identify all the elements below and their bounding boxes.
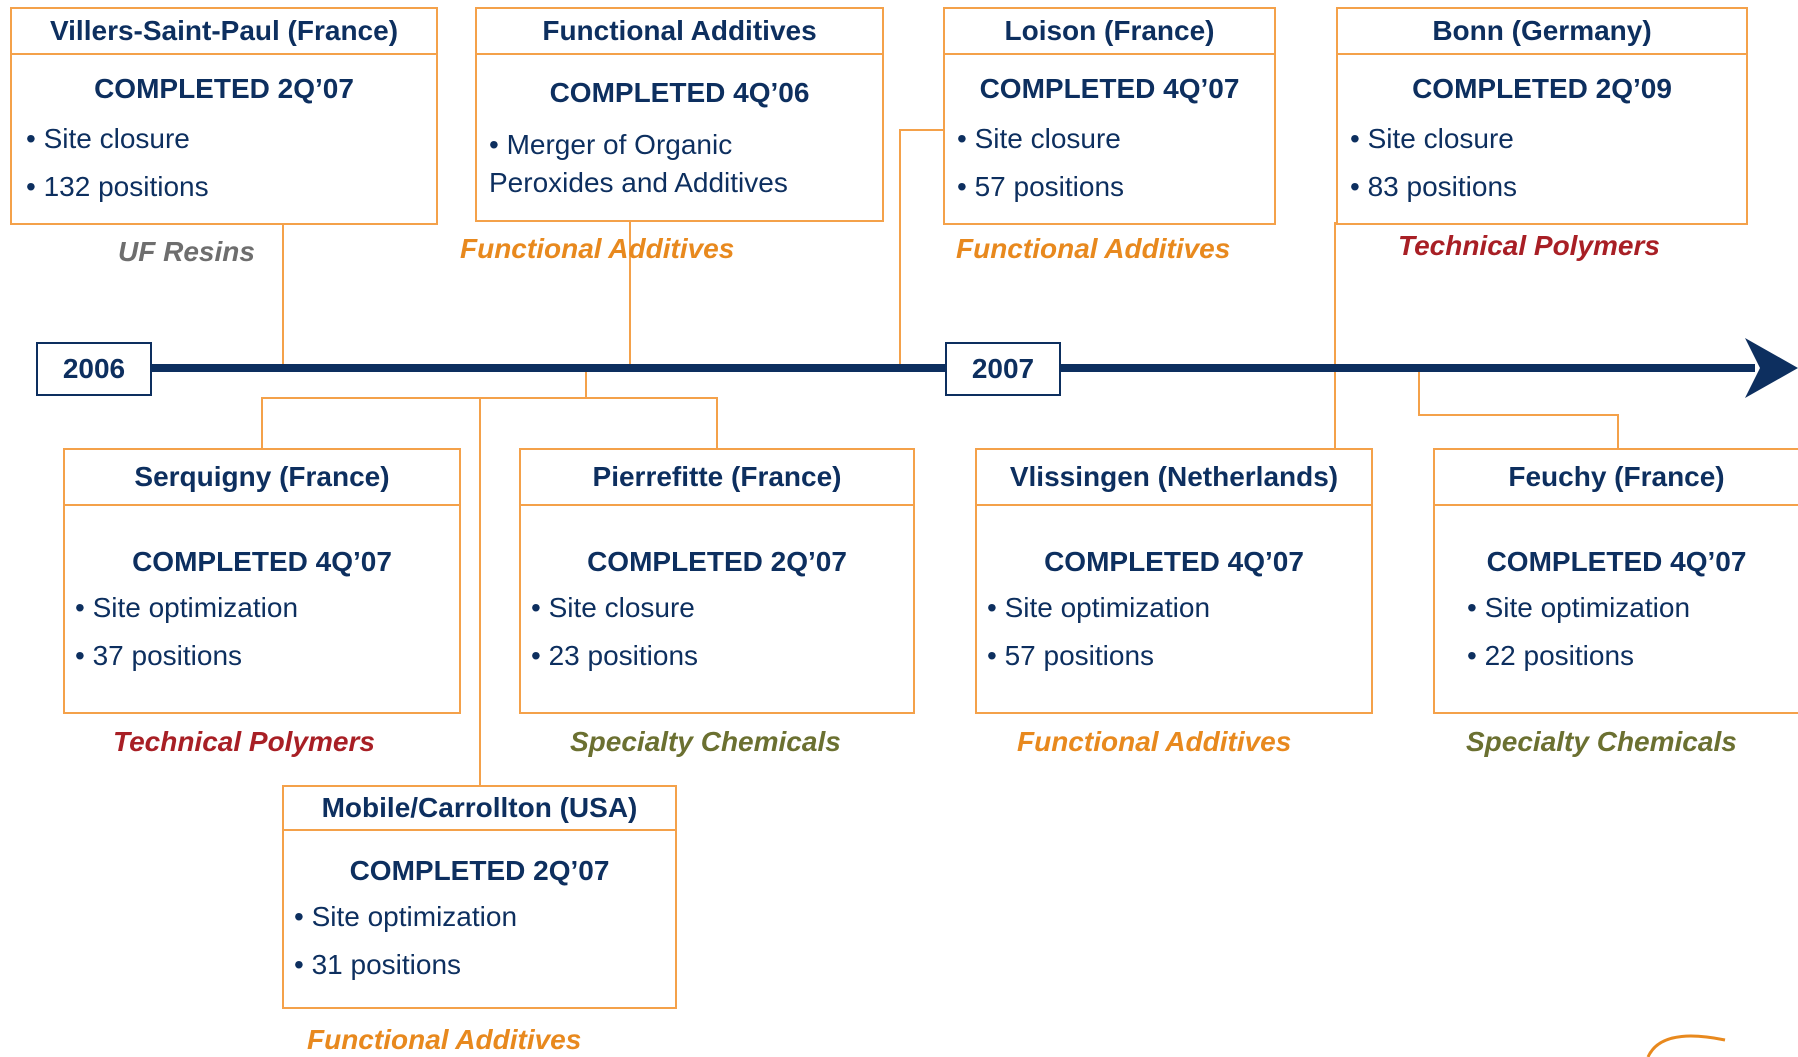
card-mobile: Mobile/Carrollton (USA) COMPLETED 2Q’07 … <box>282 785 677 1009</box>
card-bullet: • 83 positions <box>1350 171 1518 202</box>
card-title: Mobile/Carrollton (USA) <box>284 787 675 831</box>
card-bullet: • Site closure <box>531 592 695 623</box>
card-title: Vlissingen (Netherlands) <box>977 450 1371 506</box>
card-feuchy: Feuchy (France) COMPLETED 4Q’07 • Site o… <box>1433 448 1798 714</box>
year-2006-label: 2006 <box>36 342 152 396</box>
card-bullet: • 31 positions <box>294 949 462 980</box>
card-bullet: • 37 positions <box>75 640 243 671</box>
serquigny-connector <box>261 368 587 448</box>
card-title: Pierrefitte (France) <box>521 450 913 506</box>
card-status: COMPLETED 2Q’09 <box>1412 73 1672 104</box>
card-bullet: • Merger of Organic <box>489 129 733 160</box>
division-label: Functional Additives <box>460 233 735 264</box>
year-2007-label: 2007 <box>945 342 1061 396</box>
card-status: COMPLETED 4Q’07 <box>1044 546 1304 577</box>
division-label: UF Resins <box>118 236 255 267</box>
card-title: Bonn (Germany) <box>1338 9 1746 55</box>
card-bullet: • Site closure <box>1350 123 1514 154</box>
division-label: Functional Additives <box>307 1024 582 1055</box>
card-functional: Functional Additives COMPLETED 4Q’06 • M… <box>475 7 884 222</box>
card-bullet: • Site optimization <box>987 592 1211 623</box>
division-label: Specialty Chemicals <box>1466 726 1737 757</box>
card-serquigny: Serquigny (France) COMPLETED 4Q’07 • Sit… <box>63 448 461 714</box>
card-loison: Loison (France) COMPLETED 4Q’07 • Site c… <box>943 7 1276 225</box>
card-bullet: • Site optimization <box>294 901 518 932</box>
card-bullet: • 57 positions <box>957 171 1125 202</box>
division-label: Technical Polymers <box>1398 230 1660 261</box>
card-title: Feuchy (France) <box>1435 450 1798 506</box>
arrow-right-icon <box>1745 338 1798 398</box>
card-bullet: • Site closure <box>957 123 1121 154</box>
card-bullet: • 57 positions <box>987 640 1155 671</box>
card-title: Loison (France) <box>945 9 1274 55</box>
card-bullet: • 22 positions <box>1467 640 1635 671</box>
card-status: COMPLETED 2Q’07 <box>94 73 354 104</box>
card-status: COMPLETED 4Q’07 <box>132 546 392 577</box>
card-title: Serquigny (France) <box>65 450 459 506</box>
card-status: COMPLETED 4Q’07 <box>1486 546 1747 577</box>
card-bullet: • Site optimization <box>75 592 299 623</box>
card-status: COMPLETED 2Q’07 <box>587 546 847 577</box>
card-bullet: • Site closure <box>26 123 190 154</box>
card-pierrefitte: Pierrefitte (France) COMPLETED 2Q’07 • S… <box>519 448 915 714</box>
pierrefitte-connector <box>586 397 718 448</box>
division-label: Functional Additives <box>956 233 1231 264</box>
division-label: Functional Additives <box>1017 726 1292 757</box>
card-bonn: Bonn (Germany) COMPLETED 2Q’09 • Site cl… <box>1336 7 1748 225</box>
card-status: COMPLETED 4Q’06 <box>549 77 810 108</box>
card-title: Functional Additives <box>477 9 882 55</box>
card-villers: Villers-Saint-Paul (France) COMPLETED 2Q… <box>10 7 438 225</box>
card-status: COMPLETED 2Q’07 <box>349 855 610 886</box>
card-title: Villers-Saint-Paul (France) <box>12 9 436 55</box>
card-bullet: • 132 positions <box>26 171 209 202</box>
card-bullet: • Site optimization <box>1467 592 1691 623</box>
loison-connector <box>899 129 943 368</box>
card-status: COMPLETED 4Q’07 <box>979 73 1240 104</box>
card-bullet: • 23 positions <box>531 640 699 671</box>
division-label: Technical Polymers <box>113 726 375 757</box>
card-vlissingen: Vlissingen (Netherlands) COMPLETED 4Q’07… <box>975 448 1373 714</box>
logo-swoosh-icon <box>1646 1034 1726 1057</box>
card-bullet: Peroxides and Additives <box>489 167 788 198</box>
feuchy-connector <box>1418 368 1619 448</box>
division-label: Specialty Chemicals <box>570 726 841 757</box>
